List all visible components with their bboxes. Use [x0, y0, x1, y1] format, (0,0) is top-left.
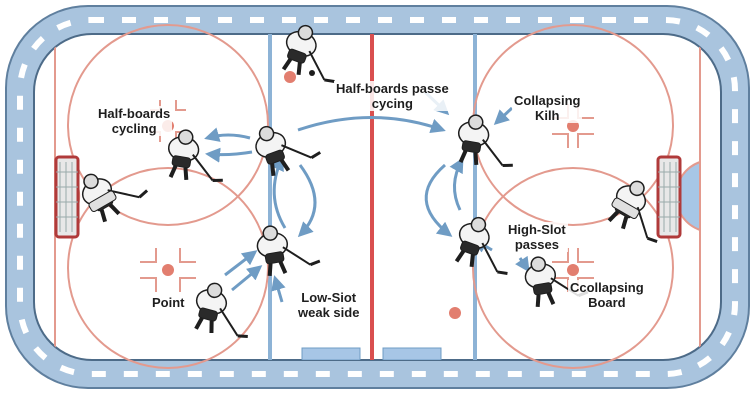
- faceoff-dot: [567, 120, 579, 132]
- pass-arrow: [204, 127, 251, 142]
- cycle-arrow: [449, 157, 464, 211]
- penalty-box-left: [301, 347, 361, 360]
- hockey-net-icon: [54, 155, 80, 239]
- hockey-player-icon: [256, 225, 321, 277]
- hockey-net-icon: [656, 155, 682, 239]
- hockey-goalie-icon: [607, 180, 658, 243]
- cycle-arrow: [297, 164, 317, 238]
- faceoff-dot: [162, 264, 174, 276]
- pass-arrow: [231, 265, 263, 292]
- puck-icon: [309, 70, 315, 76]
- faceoff-circle-right-bottom: [472, 167, 674, 369]
- label-point: Point: [150, 295, 187, 310]
- pass-arrow: [271, 275, 286, 303]
- pass-arrow: [493, 106, 514, 126]
- penalty-box-right: [382, 347, 442, 360]
- hockey-player-icon: [167, 129, 223, 182]
- pass-arrow: [224, 250, 258, 277]
- faceoff-circle-left-bottom: [67, 167, 269, 369]
- neutral-zone-dot: [449, 307, 461, 319]
- hockey-player-icon: [454, 216, 508, 275]
- hockey-player-icon: [255, 125, 322, 177]
- hockey-player-icon: [194, 282, 248, 338]
- cycle-arrow: [270, 155, 287, 229]
- pass-arrow: [515, 255, 530, 273]
- cycle-arrow: [297, 116, 446, 134]
- neutral-zone-dot: [284, 71, 296, 83]
- pass-arrow: [205, 147, 253, 163]
- hockey-player-icon: [281, 24, 335, 83]
- faceoff-circle-left-top: [67, 24, 269, 226]
- faceoff-dot: [567, 264, 579, 276]
- hockey-goalie-icon: [81, 173, 149, 223]
- hockey-player-icon: [457, 114, 513, 167]
- cycle-arrow: [424, 163, 453, 237]
